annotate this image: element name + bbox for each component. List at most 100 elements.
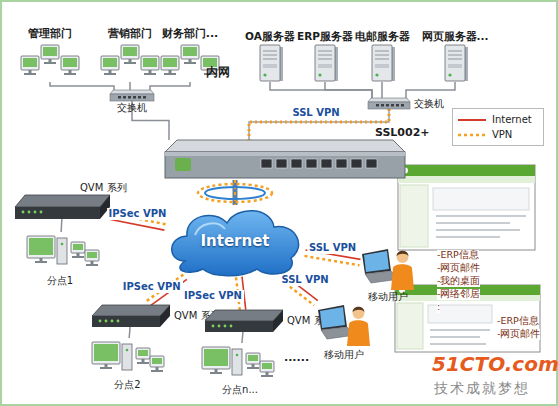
server-icon-part (280, 47, 283, 81)
ssl-icon-part (165, 152, 405, 178)
legend-text: Internet (492, 114, 532, 125)
user-icon-part (362, 249, 391, 274)
branch-icon-part (35, 261, 47, 263)
pcs-icon-part (101, 56, 119, 70)
server-node: OA服务器 (257, 44, 283, 82)
ssl-icon-part (261, 159, 272, 168)
switch-icon-part (118, 96, 121, 99)
switch-icon-part (143, 96, 146, 99)
branch-icon-part (215, 369, 218, 372)
node-label: SSL002+ (375, 127, 430, 139)
qvm-node: QVM 系列 (205, 310, 283, 332)
node-label: 交换机 (117, 102, 147, 114)
branch-icon-part (77, 253, 80, 256)
branch-icon-part (40, 258, 43, 261)
branch-icon-part (122, 344, 132, 370)
pcs-icon-part (149, 70, 152, 73)
pcs-icon-part (43, 47, 57, 56)
branch-icon-part (27, 236, 55, 258)
server-icon-part (448, 59, 462, 60)
server-node: ERP服务器 (312, 44, 338, 82)
user-icon-part (353, 307, 365, 319)
branch-icon-part (262, 363, 272, 369)
link-line (242, 332, 243, 343)
network-link (50, 82, 114, 90)
pcs-icon-part (144, 73, 156, 75)
pcs-icon (20, 42, 80, 82)
branch-icon-part (204, 349, 228, 366)
branch-icon-part (61, 243, 64, 246)
qvm-icon-part (99, 320, 102, 323)
branch-icon-part (91, 261, 94, 264)
branch-icon (200, 343, 280, 383)
portal-window-part (436, 229, 520, 231)
qvm-icon-part (205, 310, 283, 321)
pcs-icon-part (61, 56, 79, 70)
note-label: -ERP信息 (497, 316, 539, 327)
link-line (60, 219, 62, 232)
portal-window-part (395, 285, 540, 352)
server-icon-part (445, 45, 465, 81)
user-icon-part (397, 251, 409, 263)
branch-icon-part (100, 367, 112, 369)
branch-icon-part (150, 356, 164, 367)
qvm-node: QVM 系列 (15, 195, 110, 219)
link-line (234, 180, 236, 205)
branch-icon-part (87, 252, 97, 258)
node-label: 分点1 (47, 275, 73, 287)
server-icon-part (375, 64, 389, 68)
node-label: 电邮服务器 (355, 30, 410, 42)
branch-icon-part (236, 354, 239, 357)
branch-icon-part (138, 350, 148, 356)
branch-icon-part (126, 349, 129, 352)
ssl-icon-part (321, 159, 332, 168)
network-link (406, 82, 455, 98)
pcs-icon-part (63, 58, 77, 67)
pcs-icon-part (161, 56, 179, 70)
link-line (381, 82, 383, 98)
network-link (150, 82, 190, 90)
pcs-icon-part (143, 58, 157, 67)
qvm-icon-part (34, 211, 37, 214)
pcs-icon-part (104, 73, 116, 75)
link-line (270, 82, 372, 98)
ssl-icon-part (336, 159, 347, 168)
qvm-icon-part (224, 325, 227, 328)
link-label: IPSec VPN (121, 281, 183, 293)
pcs-icon-part (44, 62, 56, 64)
branch-icon-part (94, 344, 118, 361)
branch-icon-part (29, 238, 53, 255)
server-icon-part (375, 55, 389, 56)
legend-sample (457, 130, 487, 140)
user-icon (316, 300, 371, 348)
cloud-node: Internet (165, 205, 305, 277)
server-icon-part (375, 73, 378, 76)
server-icon-part (448, 64, 462, 68)
qvm-icon (205, 310, 283, 332)
switch-icon-part (368, 98, 410, 102)
user-icon-part (347, 320, 370, 346)
server-icon-part (448, 51, 462, 52)
qvm-icon-part (92, 316, 160, 327)
pcs-icon-part (169, 70, 172, 73)
qvm-icon-part (28, 211, 31, 214)
ssl-icon-part (165, 152, 405, 156)
switch-icon-part (386, 104, 389, 107)
branch-icon-part (105, 364, 108, 367)
portal-window-part (398, 165, 535, 176)
branch-icon-part (137, 362, 149, 364)
server-icon (442, 44, 468, 82)
pcs-icon-part (141, 56, 159, 70)
note-label: 技术成就梦想 (434, 380, 530, 396)
link-line (150, 82, 190, 90)
branch-icon-part (260, 361, 274, 372)
portal-window-part (398, 165, 535, 250)
link-line (325, 82, 372, 98)
network-link (325, 82, 372, 98)
qvm-icon-part (212, 325, 215, 328)
branch-icon-part (247, 367, 259, 369)
switch-icon-part (401, 104, 404, 107)
qvm-icon-part (111, 320, 114, 323)
legend-box: InternetVPN (452, 108, 544, 146)
legend-row: VPN (457, 127, 539, 142)
